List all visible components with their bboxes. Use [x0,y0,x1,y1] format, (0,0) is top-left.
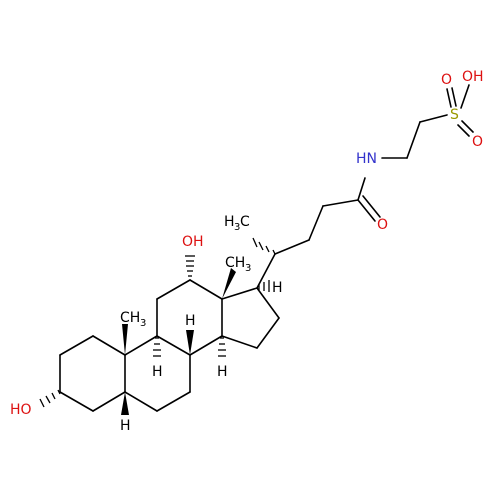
ring-a [59,335,126,412]
side-chain [256,84,474,289]
methyl-chain-h-label: H [224,214,235,230]
stereo-bonds [39,237,276,415]
sulfur-label: S [450,107,459,123]
hydroxyl-top-label: OH [182,234,204,250]
methyl-c13-subscript: 3 [245,263,251,274]
h-c5-label: H [120,418,131,434]
sulfonic-oh-label: OH [462,69,484,85]
atom-labels: OH HO H 3 C CH 3 CH 3 HN O S O O OH H H … [10,69,484,434]
methyl-c13-label: CH [225,255,245,271]
h-c14-label: H [217,364,228,380]
methyl-c10-label: CH [120,310,140,326]
hydroxyl-left-label: HO [10,402,32,418]
h-c8-label: H [185,313,196,329]
methyl-chain-subscript: 3 [234,222,240,233]
h-c17-label: H [272,280,283,296]
ring-d [221,287,280,349]
amide-nh-label: HN [356,151,377,167]
h-c9-label: H [152,364,163,380]
methyl-chain-c-label: C [240,214,250,230]
ring-b [124,335,191,412]
sulfonyl-oxygen-right-label: O [472,134,483,150]
ring-c [156,279,223,356]
methyl-c10-subscript: 3 [140,318,146,329]
sulfonyl-oxygen-left-label: O [441,72,452,88]
amide-oxygen-label: O [377,217,388,233]
